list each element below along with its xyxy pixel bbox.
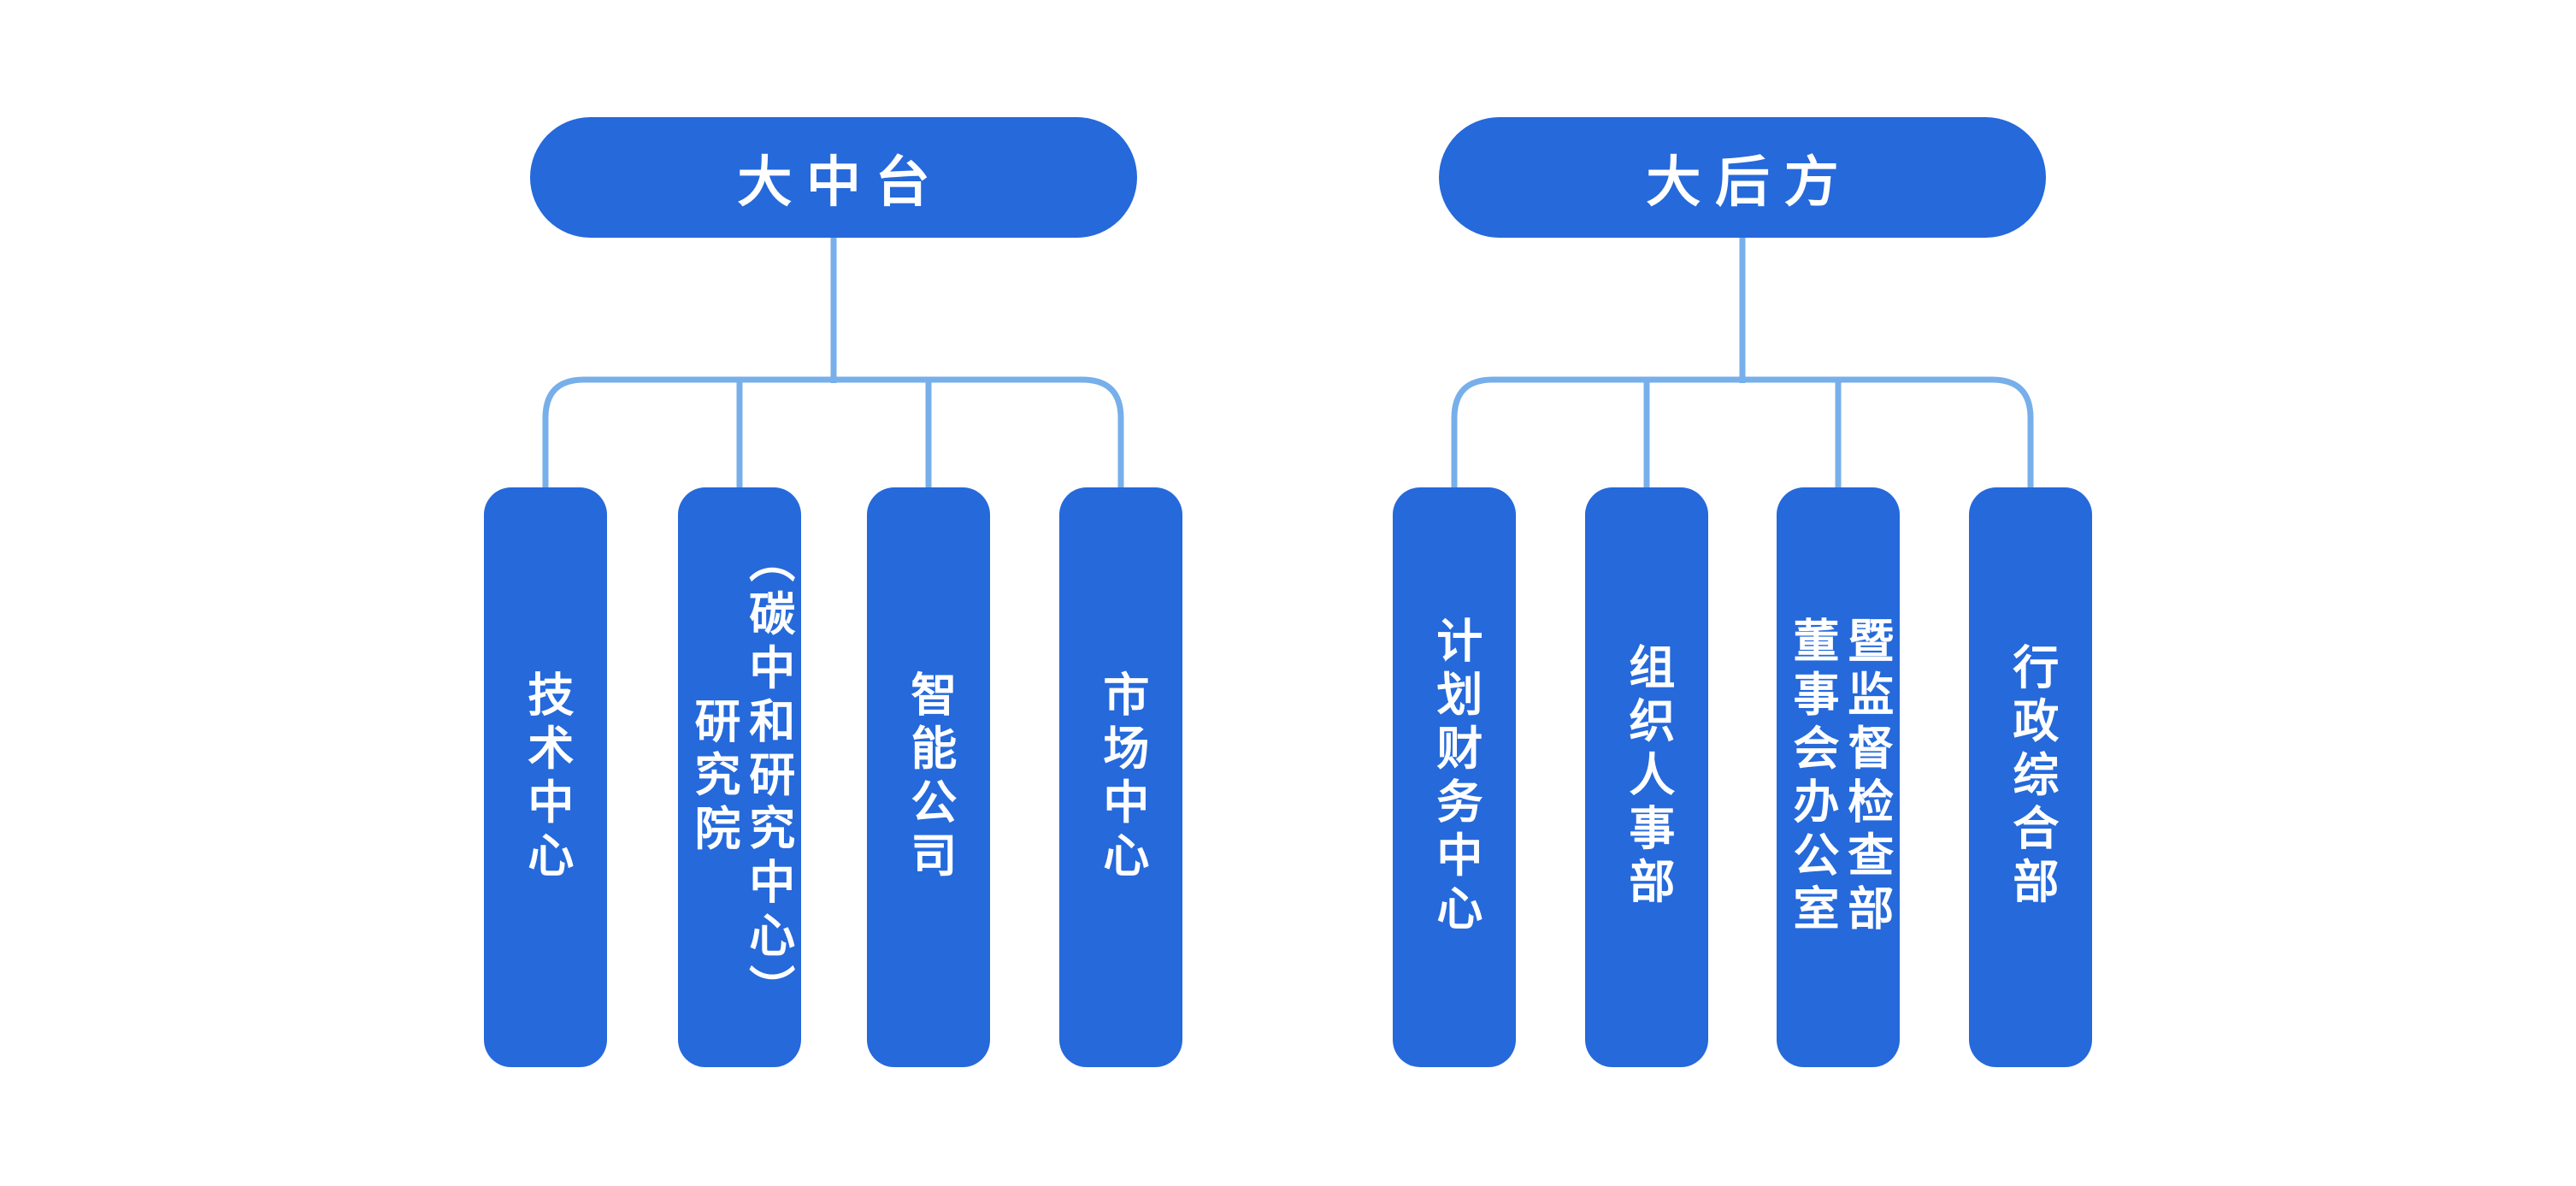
child-node-label: 计划财务中心 bbox=[1429, 617, 1481, 938]
child-node-technology-center[interactable]: 技术中心 bbox=[484, 487, 607, 1067]
child-node-label: 研究院 （碳中和研究中心） bbox=[687, 536, 793, 1018]
child-node-org-hr-dept[interactable]: 组织人事部 bbox=[1585, 487, 1708, 1067]
child-node-label: 市场中心 bbox=[1095, 670, 1147, 885]
child-node-board-office-supervision[interactable]: 董事会办公室 暨监督检查部 bbox=[1777, 487, 1900, 1067]
child-node-label: 行政综合部 bbox=[2005, 643, 2057, 912]
child-node-label: 组织人事部 bbox=[1621, 643, 1673, 912]
connector-right-bus bbox=[1451, 376, 2034, 489]
root-node-middle-platform[interactable]: 大中台 bbox=[530, 117, 1137, 238]
child-node-research-institute[interactable]: 研究院 （碳中和研究中心） bbox=[678, 487, 801, 1067]
child-node-label: 智能公司 bbox=[903, 670, 955, 885]
child-node-label: 董事会办公室 暨监督检查部 bbox=[1786, 617, 1892, 938]
child-node-planning-finance-center[interactable]: 计划财务中心 bbox=[1393, 487, 1516, 1067]
child-node-market-center[interactable]: 市场中心 bbox=[1059, 487, 1182, 1067]
root-node-label: 大中台 bbox=[737, 150, 945, 213]
root-node-label: 大后方 bbox=[1646, 150, 1854, 213]
child-node-admin-general-dept[interactable]: 行政综合部 bbox=[1969, 487, 2092, 1067]
child-node-intelligent-company[interactable]: 智能公司 bbox=[867, 487, 990, 1067]
connector-left-bus bbox=[542, 376, 1124, 489]
root-node-rear-support[interactable]: 大后方 bbox=[1439, 117, 2046, 238]
child-node-label: 技术中心 bbox=[520, 670, 572, 885]
